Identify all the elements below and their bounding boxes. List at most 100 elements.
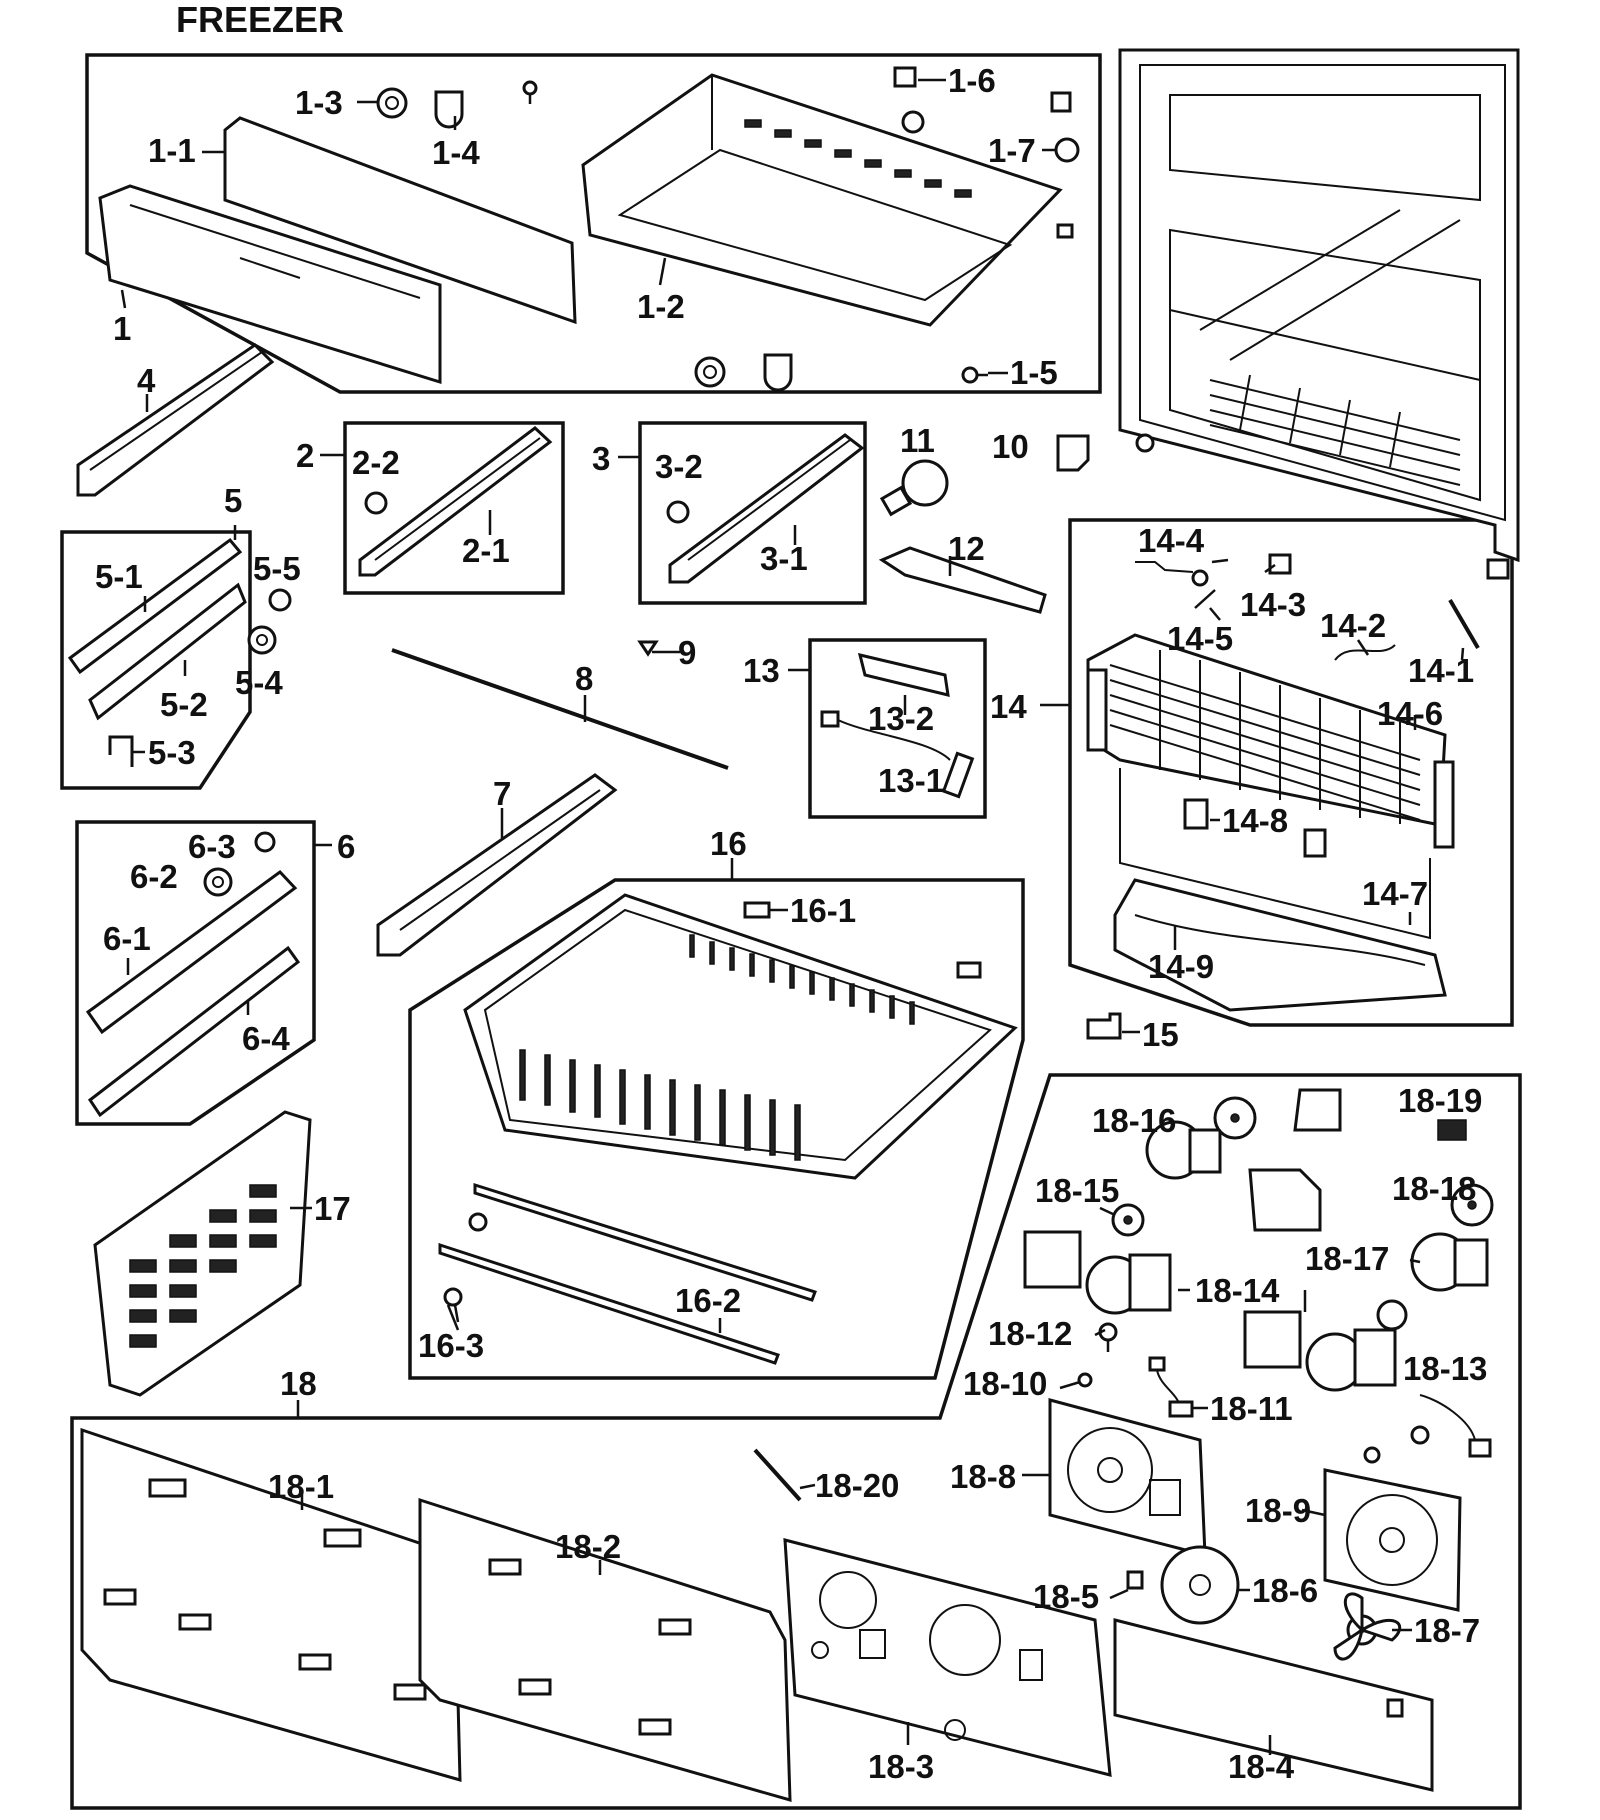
group-16-box: [408, 878, 1025, 1380]
callout-14-2: 14-2: [1320, 607, 1386, 644]
callout-14: 14: [990, 688, 1027, 725]
group-2-box: [343, 421, 565, 595]
rail-6-1: [85, 870, 298, 1035]
fan-cover-18-9: [1323, 1468, 1462, 1612]
heater-14-7: [1119, 768, 1431, 940]
callout-16-3: 16-3: [418, 1327, 484, 1364]
harness-18-11: [1148, 1356, 1194, 1418]
clip-right: [1050, 91, 1072, 113]
callout-3-1: 3-1: [760, 540, 808, 577]
rail-6-4: [87, 945, 301, 1118]
harness-18-13: [1410, 1394, 1492, 1458]
group-5-box: [60, 530, 252, 790]
cover-16-1-b: [956, 961, 982, 979]
motor-bracket-top: [1293, 1088, 1342, 1132]
motor-18-17: [1410, 1232, 1489, 1292]
plate-18-3: [783, 1538, 1112, 1777]
group-18-box: [70, 1073, 1522, 1810]
roller-6-3: [254, 831, 276, 853]
callout-18-16: 18-16: [1092, 1102, 1176, 1139]
callout-1-6: 1-6: [948, 62, 996, 99]
roller-wheel: [376, 87, 408, 119]
callout-18-14: 18-14: [1195, 1272, 1280, 1309]
callout-5: 5: [224, 482, 242, 519]
motor-18-14-right: [1243, 1310, 1397, 1392]
callout-6: 6: [337, 828, 355, 865]
callout-2: 2: [296, 437, 314, 474]
group-1-box: [85, 53, 1102, 394]
wire-14-5: [1194, 589, 1216, 609]
group-13-box: [808, 638, 987, 819]
callout-18-10: 18-10: [963, 1365, 1047, 1402]
callout-13: 13: [743, 652, 780, 689]
group-14-box: [1068, 518, 1514, 1027]
callout-1-3: 1-3: [295, 84, 343, 121]
freezer-drawer-upper: [581, 73, 1063, 327]
roller-holder: [434, 90, 464, 129]
screw-small: [522, 80, 538, 104]
cover-16-1: [743, 901, 771, 919]
callout-18-9: 18-9: [1245, 1492, 1311, 1529]
callout-5-4: 5-4: [235, 664, 283, 701]
sensor-14-4: [1135, 561, 1209, 587]
callout-3: 3: [592, 440, 610, 477]
slide-rail-3-1: [668, 433, 865, 584]
roller-wheel-bottom: [694, 356, 726, 388]
spring-18-5: [1126, 1570, 1404, 1718]
callout-10: 10: [992, 428, 1029, 465]
callout-2-1: 2-1: [462, 532, 510, 569]
gear-6-2: [203, 867, 233, 897]
callout-6-2: 6-2: [130, 858, 178, 895]
callout-6-3: 6-3: [188, 828, 236, 865]
callout-8: 8: [575, 660, 593, 697]
callout-14-9: 14-9: [1148, 948, 1214, 985]
callout-14-6: 14-6: [1377, 695, 1443, 732]
callout-18-13: 18-13: [1403, 1350, 1487, 1387]
fan-blade-18-6: [1160, 1545, 1240, 1625]
harness-13-1: [820, 710, 975, 799]
cover-18-4: [1113, 1618, 1434, 1792]
callout-13-1: 13-1: [878, 762, 944, 799]
callout-1-2: 1-2: [637, 288, 685, 325]
callout-18-11: 18-11: [1210, 1390, 1293, 1427]
rail-5-2: [88, 582, 247, 721]
callout-1-5: 1-5: [1010, 354, 1058, 391]
motor-housing: [1248, 1168, 1322, 1232]
back-cover-18-2: [418, 1497, 792, 1803]
callout-18-12: 18-12: [988, 1315, 1072, 1352]
cover-17: [93, 1110, 312, 1397]
fan-blade-18-7: [1333, 1592, 1402, 1661]
roller-holder-bottom: [763, 353, 793, 392]
support-7: [376, 773, 618, 957]
fan-18-18-top: [1213, 1096, 1257, 1140]
drawer-front-cover: [98, 184, 442, 385]
callout-12: 12: [948, 530, 985, 567]
roller-3-2: [666, 500, 690, 524]
callout-14-4: 14-4: [1138, 522, 1205, 559]
rail-16-2: [438, 1182, 817, 1365]
callout-18-6: 18-6: [1252, 1572, 1318, 1609]
callout-6-4: 6-4: [242, 1020, 290, 1057]
bar-8: [391, 648, 729, 770]
callout-16-2: 16-2: [675, 1282, 741, 1319]
bracket-5-3: [108, 735, 134, 767]
callout-18-1: 18-1: [268, 1468, 334, 1505]
callout-18-8: 18-8: [950, 1458, 1016, 1495]
fan-18-18: [1450, 1183, 1494, 1227]
freezer-cabinet: [1118, 48, 1520, 580]
callout-4: 4: [137, 362, 156, 399]
freezer-basket-16: [463, 893, 1018, 1180]
callout-14-1: 14-1: [1408, 652, 1474, 689]
diagram-title: FREEZER: [176, 0, 344, 40]
fan-cover-18-8: [1048, 1398, 1207, 1557]
callout-16: 16: [710, 825, 747, 862]
evaporator-14-6: [1086, 633, 1455, 849]
group-3-box: [638, 421, 867, 605]
callout-1-4: 1-4: [432, 134, 480, 171]
callout-18-3: 18-3: [868, 1748, 934, 1785]
part-10: [1056, 434, 1090, 472]
callout-18-7: 18-7: [1414, 1612, 1480, 1649]
callout-16-1: 16-1: [790, 892, 856, 929]
fuse-14-3: [1268, 553, 1292, 575]
